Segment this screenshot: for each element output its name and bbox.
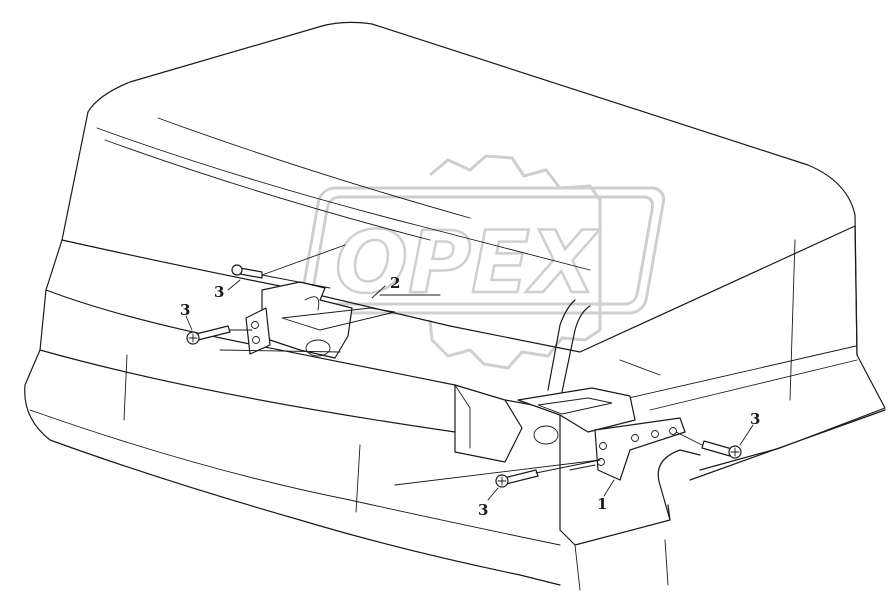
callout-3: 3 (180, 301, 190, 319)
callout-1: 1 (597, 495, 607, 513)
gear-logo-watermark-icon (299, 154, 666, 370)
callout-3: 3 (214, 283, 224, 301)
watermark-logo: OPEX (299, 154, 666, 370)
bracket-upper-part-2 (245, 281, 396, 359)
screw-d (701, 440, 742, 459)
leader-3b (185, 315, 193, 331)
callouts: 1 2 3 3 3 3 (180, 274, 760, 519)
screw-c (495, 469, 539, 488)
leader-lines (185, 244, 754, 501)
watermark-text: OPEX (335, 213, 600, 313)
callout-3: 3 (478, 501, 488, 519)
leader-3d (739, 424, 754, 446)
leader-3a (227, 279, 241, 291)
screw-b (186, 325, 231, 345)
leader-3c (487, 487, 499, 501)
bracket-lower-part-1 (517, 387, 686, 481)
callout-2: 2 (390, 274, 400, 292)
leader-1 (603, 479, 615, 497)
screw-a (231, 264, 263, 279)
leader-2 (371, 285, 386, 299)
engine-cowl (24, 21, 886, 591)
callout-3: 3 (750, 410, 760, 428)
